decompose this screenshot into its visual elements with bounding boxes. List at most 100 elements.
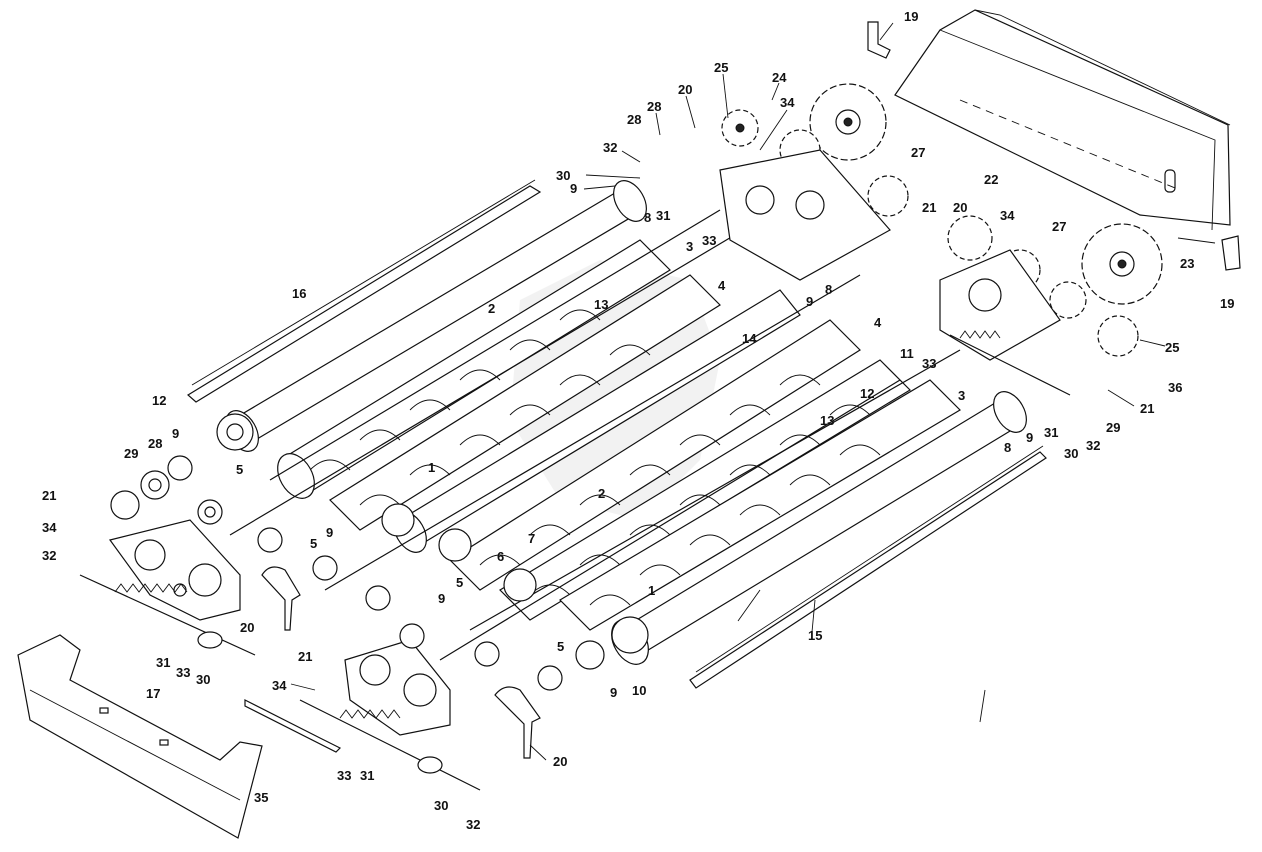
- label-20: 20: [953, 200, 967, 215]
- bearing-stack-left: [110, 413, 605, 691]
- label-32: 32: [42, 548, 56, 563]
- callout-labels: 19 25 24 20 28 34 32 28 30 9 31 27 22 21…: [42, 9, 1234, 832]
- sprocket-small-25a: [721, 109, 759, 147]
- label-5: 5: [456, 575, 463, 590]
- sprocket-small-b: [867, 175, 909, 217]
- spring-assembly-left: [79, 574, 256, 656]
- label-31: 31: [656, 208, 670, 223]
- sprocket-small-e: [1049, 281, 1087, 319]
- sprocket-small-c: [947, 215, 993, 261]
- label-9: 9: [610, 685, 617, 700]
- spring-assembly-right: [949, 330, 1071, 396]
- label-14: 14: [742, 331, 757, 346]
- leader-lines: [290, 22, 1216, 761]
- sprocket-small-25b: [1097, 315, 1139, 357]
- shafts: [229, 209, 961, 661]
- label-12: 12: [152, 393, 166, 408]
- roller-14: [393, 289, 801, 553]
- label-33: 33: [702, 233, 716, 248]
- label-35: 35: [254, 790, 268, 805]
- guide-rail-16: [186, 179, 542, 403]
- label-34: 34: [272, 678, 287, 693]
- top-cover-plate: [894, 9, 1231, 231]
- label-34: 34: [780, 95, 795, 110]
- label-30: 30: [196, 672, 210, 687]
- label-29: 29: [1106, 420, 1120, 435]
- label-9: 9: [570, 181, 577, 196]
- label-10: 10: [632, 683, 646, 698]
- label-19: 19: [1220, 296, 1234, 311]
- label-20: 20: [553, 754, 567, 769]
- label-34: 34: [42, 520, 57, 535]
- label-33: 33: [176, 665, 190, 680]
- label-17: 17: [146, 686, 160, 701]
- label-22: 22: [984, 172, 998, 187]
- label-16: 16: [292, 286, 306, 301]
- bracket-19-top: [867, 21, 891, 59]
- label-6: 6: [497, 549, 504, 564]
- label-30: 30: [556, 168, 570, 183]
- lever-20-center: [494, 686, 541, 759]
- label-34: 34: [1000, 208, 1015, 223]
- label-21: 21: [298, 649, 312, 664]
- label-28: 28: [627, 112, 641, 127]
- label-31: 31: [360, 768, 374, 783]
- auger-roller-2-lower: [499, 359, 911, 621]
- auger-roller-13-upper: [329, 274, 721, 531]
- label-20: 20: [240, 620, 254, 635]
- label-21: 21: [922, 200, 936, 215]
- label-3: 3: [686, 239, 693, 254]
- side-plate-left: [108, 519, 241, 621]
- strip-34: [244, 699, 342, 753]
- label-32: 32: [466, 817, 480, 832]
- label-15: 15: [808, 628, 822, 643]
- label-29: 29: [124, 446, 138, 461]
- auger-roller-1: [449, 319, 861, 591]
- spring-assembly-center: [299, 699, 481, 791]
- label-31: 31: [1044, 425, 1058, 440]
- side-plate-right-lower: [939, 249, 1061, 361]
- label-8: 8: [825, 282, 832, 297]
- label-4: 4: [718, 278, 726, 293]
- hub-gears: [381, 503, 649, 654]
- label-5: 5: [236, 462, 243, 477]
- label-32: 32: [603, 140, 617, 155]
- label-33: 33: [922, 356, 936, 371]
- lever-20-left: [261, 566, 301, 631]
- label-13: 13: [594, 297, 608, 312]
- sprocket-large-top: [809, 83, 887, 161]
- label-21: 21: [42, 488, 56, 503]
- label-4: 4: [874, 315, 882, 330]
- label-9: 9: [1026, 430, 1033, 445]
- label-24: 24: [772, 70, 787, 85]
- label-8: 8: [644, 210, 651, 225]
- label-21: 21: [1140, 401, 1154, 416]
- label-31: 31: [156, 655, 170, 670]
- side-plate-right-upper: [719, 149, 891, 281]
- label-36: 36: [1168, 380, 1182, 395]
- label-27: 27: [911, 145, 925, 160]
- auger-roller-13-lower: [559, 379, 961, 631]
- bracket-19-right: [1221, 235, 1241, 271]
- label-3: 3: [958, 388, 965, 403]
- label-30: 30: [434, 798, 448, 813]
- label-20: 20: [678, 82, 692, 97]
- label-23: 23: [1180, 256, 1194, 271]
- label-8: 8: [1004, 440, 1011, 455]
- label-5: 5: [310, 536, 317, 551]
- label-9: 9: [806, 294, 813, 309]
- label-2: 2: [598, 486, 605, 501]
- label-9: 9: [172, 426, 179, 441]
- label-28: 28: [148, 436, 162, 451]
- side-plate-center: [344, 639, 451, 736]
- sprocket-large-27: [1081, 223, 1163, 305]
- guide-rail-15: [689, 445, 1047, 689]
- auger-roller-2-upper: [277, 239, 671, 499]
- label-33: 33: [337, 768, 351, 783]
- label-9: 9: [326, 525, 333, 540]
- label-7: 7: [528, 531, 535, 546]
- label-12: 12: [860, 386, 874, 401]
- label-13: 13: [820, 413, 834, 428]
